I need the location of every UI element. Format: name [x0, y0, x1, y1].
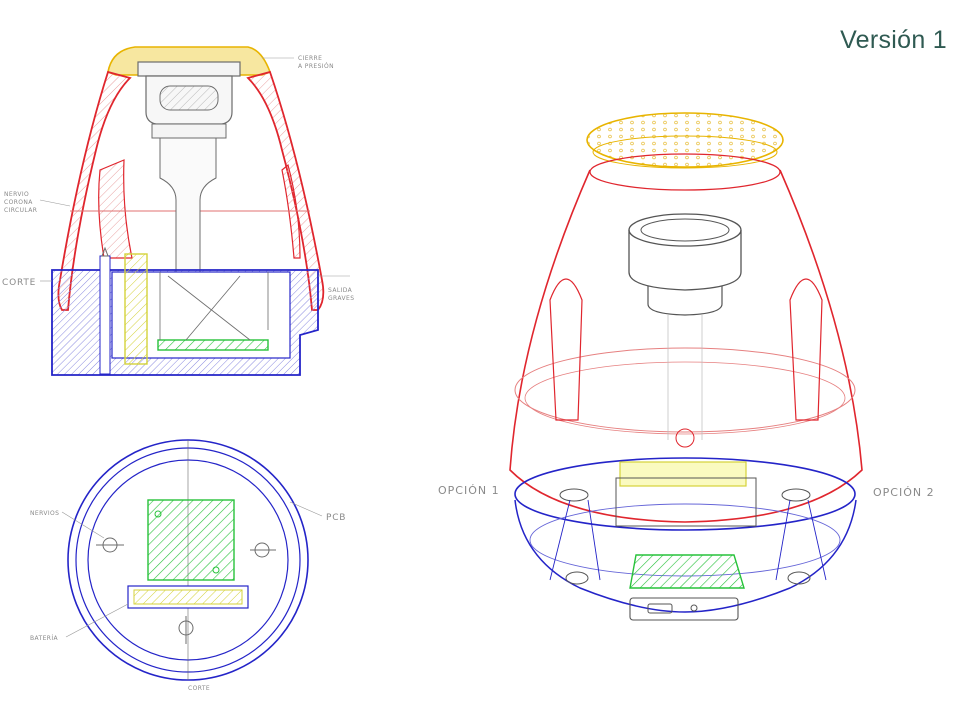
- slide-title: Versión 1: [840, 26, 947, 54]
- battery-section: [124, 253, 148, 365]
- shell-body: [509, 169, 863, 523]
- label-cierre-2: A PRESIÓN: [298, 63, 334, 70]
- battery-3d: [619, 461, 747, 487]
- label-pcb: PCB: [326, 513, 346, 523]
- pcb-section: [157, 339, 269, 351]
- plan-view: NERVIOS PCB BATERÍA CORTE: [30, 439, 346, 692]
- label-nervio-1: NERVIO: [4, 191, 29, 198]
- label-corte-plan: CORTE: [188, 685, 210, 692]
- label-nervios: NERVIOS: [30, 510, 59, 517]
- pcb-3d: [629, 554, 745, 589]
- label-salida-1: SALIDA: [328, 287, 353, 294]
- label-bateria: BATERÍA: [30, 635, 59, 642]
- label-cierre-1: CIERRE: [298, 55, 322, 62]
- label-salida-2: GRAVES: [328, 295, 354, 302]
- speaker-driver: [137, 61, 241, 77]
- base-body: [514, 457, 856, 531]
- section-view: CIERRE A PRESIÓN NERVIO CORONA CIRCULAR …: [2, 46, 354, 376]
- perspective-view: OPCIÓN 1 OPCIÓN 2: [438, 112, 935, 621]
- label-corte-section: CORTE: [2, 278, 36, 288]
- rib-left: [98, 159, 133, 259]
- label-nervio-3: CIRCULAR: [4, 207, 37, 214]
- label-opcion-1: OPCIÓN 1: [438, 484, 500, 497]
- pcb-plan: [147, 499, 235, 581]
- label-opcion-2: OPCIÓN 2: [873, 486, 935, 499]
- label-nervio-2: CORONA: [4, 199, 33, 206]
